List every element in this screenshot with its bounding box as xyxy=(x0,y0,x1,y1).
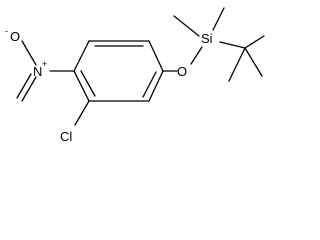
ring-bond-3 xyxy=(148,70,164,102)
n-o-bond-upper xyxy=(21,40,37,66)
ring-bond-2 xyxy=(148,40,164,72)
ring-bond-6 xyxy=(73,40,90,72)
nitro-nitrogen-label: N xyxy=(33,64,42,79)
tbutyl-methyl-1 xyxy=(244,35,265,49)
o-si-bond xyxy=(190,46,203,65)
ether-oxygen-label: O xyxy=(177,64,187,79)
n-o-double-bond-inner xyxy=(16,73,32,99)
structure-diagram: O - N + Cl O Si xyxy=(5,7,265,144)
si-tbutyl-bond xyxy=(219,41,246,49)
c-cl-bond xyxy=(74,100,90,126)
ring-bond-5-inner xyxy=(80,70,96,97)
nitrogen-plus-charge: + xyxy=(42,59,47,69)
chlorine-label: Cl xyxy=(60,129,72,144)
tbutyl-methyl-3 xyxy=(228,47,246,82)
oxygen-minus-charge: - xyxy=(5,26,8,36)
ring-bond-5 xyxy=(73,70,90,102)
si-methyl-1 xyxy=(173,15,200,37)
n-o-double-bond xyxy=(21,76,37,102)
molecule-drawing: O - N + Cl O Si xyxy=(5,7,265,144)
nitro-oxygen-minus-label: O xyxy=(10,29,20,44)
silicon-label: Si xyxy=(201,31,213,46)
ring-bond-3-inner xyxy=(142,71,157,98)
si-methyl-2 xyxy=(212,7,225,31)
tbutyl-methyl-2 xyxy=(244,47,263,77)
